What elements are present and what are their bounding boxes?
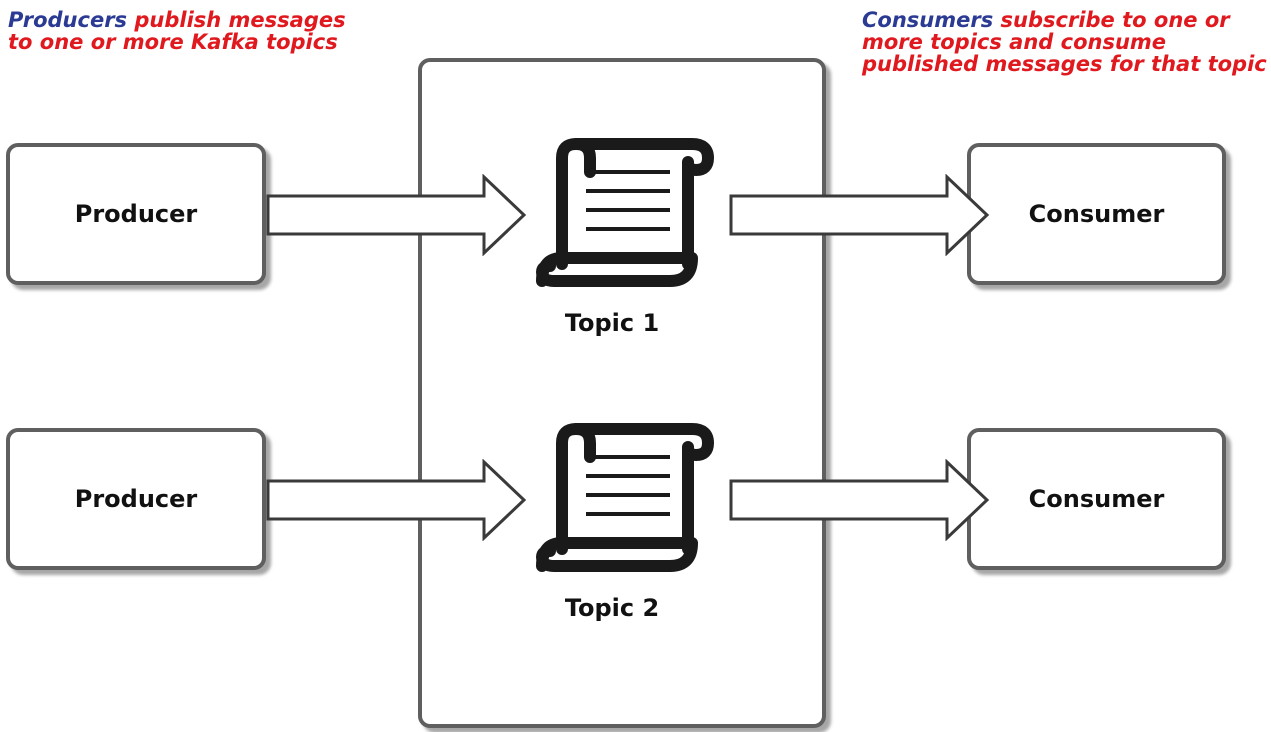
scroll-icon-2 bbox=[536, 423, 714, 572]
consumer-arrow-icon-1 bbox=[729, 174, 990, 256]
producers-caption-line2: to one or more Kafka topics bbox=[8, 30, 338, 54]
consumer-box-2: Consumer bbox=[967, 428, 1226, 570]
producer-box-1: Producer bbox=[6, 143, 266, 285]
consumers-keyword: Consumers bbox=[862, 8, 994, 32]
scroll-icon-1 bbox=[536, 138, 714, 287]
producers-caption-line1: publish messages bbox=[127, 8, 346, 32]
consumer-arrow-icon-2 bbox=[729, 459, 990, 541]
producer-arrow-icon-1 bbox=[266, 174, 527, 256]
consumers-caption-line1: subscribe to one or bbox=[993, 8, 1230, 32]
consumers-caption-line3: published messages for that topic bbox=[862, 52, 1267, 76]
producers-keyword: Producers bbox=[8, 8, 128, 32]
consumers-caption-line2: more topics and consume bbox=[862, 30, 1167, 54]
topic-label-1: Topic 1 bbox=[564, 309, 660, 337]
consumer-box-1: Consumer bbox=[967, 143, 1226, 285]
topic-container bbox=[418, 58, 826, 728]
producer-arrow-icon-2 bbox=[266, 459, 527, 541]
producer-box-2: Producer bbox=[6, 428, 266, 570]
topic-label-2: Topic 2 bbox=[564, 594, 660, 622]
